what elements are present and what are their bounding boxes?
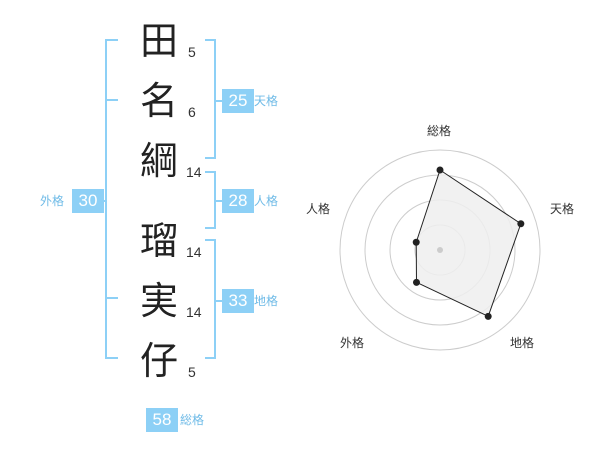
jinkaku-label: 人格 [254,194,279,208]
radar-point-1 [436,166,444,174]
radar-ring-4 [339,149,541,351]
radar-point-4 [412,278,420,286]
chikaku-value: 33 [222,289,254,313]
name-char-1: 田 [139,19,178,63]
name-char-5-strokes: 14 [186,304,202,320]
soukaku-label: 総格 [180,413,205,427]
gaikaku-bracket [105,39,118,359]
name-char-3: 綱 [139,139,178,183]
radar-axis-label-tenkaku: 天格 [550,202,575,216]
tenkaku-label: 天格 [254,94,279,108]
name-char-4: 瑠 [139,219,178,263]
jinkaku-value: 28 [222,189,254,213]
tenkaku-bracket [205,39,216,159]
soukaku-value: 58 [146,408,178,432]
name-char-4-strokes: 14 [186,244,202,260]
tenkaku-value: 25 [222,89,254,113]
name-char-5: 実 [139,279,178,323]
name-char-2-strokes: 6 [188,104,196,120]
radar-axis-label-jinkaku: 人格 [306,202,331,216]
gaikaku-label: 外格 [40,194,65,208]
chikaku-label: 地格 [254,294,279,308]
radar-axis-label-soukaku: 総格 [427,124,452,138]
name-char-6-strokes: 5 [188,364,196,380]
name-char-2: 名 [139,79,178,123]
radar-axis-label-chikaku: 地格 [510,336,535,350]
name-char-6: 仔 [139,339,178,383]
name-char-3-strokes: 14 [186,164,202,180]
gaikaku-value: 30 [72,189,104,213]
radar-polygon [415,169,522,318]
radar-point-5 [412,238,420,246]
radar-point-3 [484,312,492,320]
radar-axis-label-gaikaku: 外格 [340,336,365,350]
name-char-1-strokes: 5 [188,44,196,60]
radar-center-dot [437,247,443,253]
radar-point-2 [517,220,525,228]
chikaku-bracket [205,239,216,359]
